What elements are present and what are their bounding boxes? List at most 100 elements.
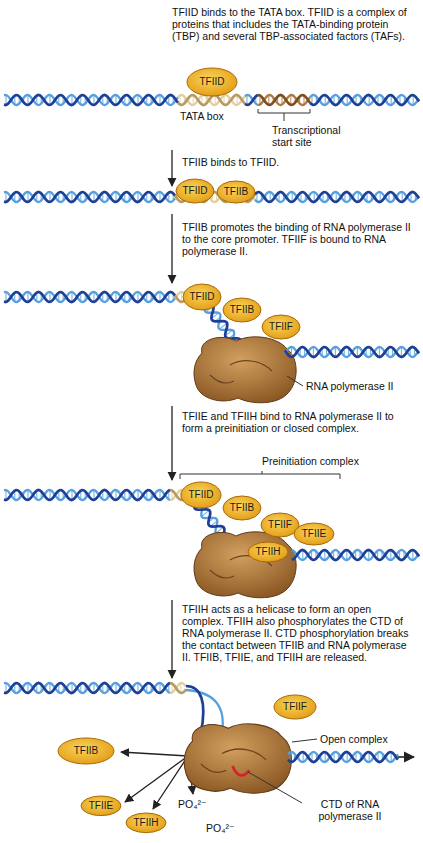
bracket [180,471,340,479]
protein-factor: TFIID [180,481,222,509]
protein-blob-outline [248,542,288,562]
factor-name: TFIIE [89,800,113,812]
factor-name: TFIID [200,76,225,88]
dna-helix [255,192,419,202]
step-text: TFIID binds to the TATA box. TFIID is a … [172,6,412,42]
factor-name: TFIID [190,291,215,303]
step-arrow [171,406,172,480]
step-text: TFIIB binds to TFIID. [182,156,407,168]
protein-factor: TFIIE [293,522,335,546]
step-arrow [171,150,172,186]
protein-factor: TFIID [175,178,215,204]
dna-strand [4,490,170,500]
dna-strand [288,752,398,762]
dna-helix [292,550,419,560]
phosphate-label: PO₄²⁻ [206,822,235,834]
factor-name: TFIID [183,185,208,197]
dna-helix [288,752,398,762]
dna-label: Transcriptional start site [272,124,352,148]
protein-blob-outline [126,813,166,833]
dna-strand [245,95,258,105]
leader-line [292,739,317,742]
protein-factor: TFIIE [80,795,122,817]
protein-blob-outline [262,315,300,339]
protein-blob-outline [183,284,221,310]
dna-strand [170,683,186,693]
protein-blob-outline [181,482,221,508]
protein-blob-outline [217,181,255,203]
protein-blob-outline [274,695,316,719]
dna-strand [285,347,419,357]
step-arrow [171,600,172,678]
protein-blob-outline [261,513,299,537]
protein-blob-outline [187,68,237,96]
rna-polymerase-shape [194,532,296,598]
factor-name: TFIIF [268,519,292,531]
factor-name: TFIIH [256,546,281,558]
dna-helix [4,95,178,105]
dna-helix [310,95,419,105]
dna-helix [4,490,170,500]
rna-polymerase-body [194,532,296,598]
direction-arrow [398,756,414,758]
factor-name: TFIIB [74,745,98,757]
factor-name: TFIIH [134,817,159,829]
protein-blob-outline [294,523,334,545]
factor-name: TFIID [189,489,214,501]
ctd-tail [233,766,250,775]
protein-blob-outline [223,496,261,520]
release-arrow [125,756,188,802]
dna-strand [255,192,419,202]
dna-strand [4,683,170,693]
dna-strand [4,490,170,500]
dna-strand [4,192,175,202]
dna-helix [4,292,175,302]
bracket-label: Preinitiation complex [262,455,359,467]
protein-factor: TFIIF [273,694,317,720]
protein-factor: TFIIB [57,737,115,765]
factor-name: TFIIE [302,528,326,540]
dna-strand [258,95,310,105]
dna-strand [310,95,419,105]
factor-name: TFIIB [224,186,248,198]
dna-helix [4,192,175,202]
protein-factor: TFIIH [247,541,289,563]
factor-name: TFIIF [283,701,307,713]
dna-strand [4,95,178,105]
factor-name: TFIIF [269,321,293,333]
factor-name: TFIIB [230,502,254,514]
phosphate-label: PO₄²⁻ [178,798,207,810]
step-text: TFIIH acts as a helicase to form an open… [182,603,414,663]
leader-line [248,772,302,803]
step-text: TFIIE and TFIIH bind to RNA polymerase I… [182,410,414,434]
part-label: RNA polymerase II [306,380,394,392]
dna-helix [285,347,419,357]
part-label: Open complex [320,733,388,745]
factor-name: TFIIB [230,304,254,316]
bracket [258,109,310,121]
protein-factor: TFIIB [216,180,256,204]
dna-strand [4,683,170,693]
dna-helix [170,683,186,693]
rna-polymerase-body [184,724,291,793]
protein-blob-outline [81,796,121,816]
protein-factor: TFIID [186,67,238,97]
dna-strand [178,95,245,105]
rna-polymerase-shape [184,724,291,793]
dna-helix [4,683,170,693]
dna-single-strand [186,686,203,732]
dna-strand [170,683,186,693]
dna-strand [178,95,245,105]
dna-helix [258,95,310,105]
protein-factor: TFIIB [222,297,262,323]
rna-polymerase-body [194,337,296,403]
rna-polymerase-shape [194,337,296,403]
protein-blob-outline [58,738,114,764]
dna-strand [285,347,419,357]
protein-factor: TFIIF [261,314,301,340]
dna-strand [288,752,398,762]
protein-factor: TFIID [182,283,222,311]
dna-strand [255,192,419,202]
dna-helix [178,95,245,105]
dna-strand [4,192,175,202]
